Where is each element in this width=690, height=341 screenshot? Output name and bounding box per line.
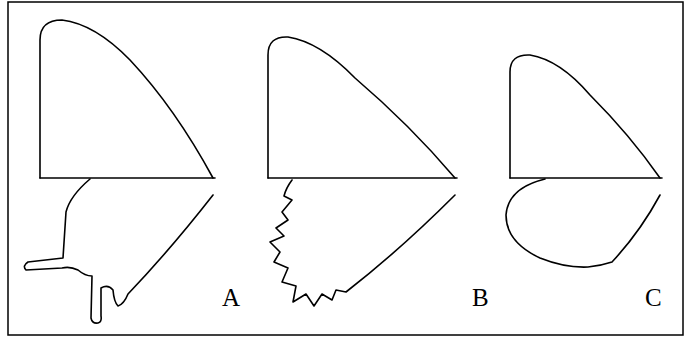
wing-base-line xyxy=(510,177,662,179)
hindwing-outline xyxy=(506,179,660,267)
figure-letter: A xyxy=(222,285,240,310)
wing-base-line xyxy=(40,177,215,179)
hindwing-outline xyxy=(24,179,213,323)
hindwing-outline xyxy=(270,180,455,306)
figure-letter: C xyxy=(645,285,662,310)
forewing-outline xyxy=(268,37,455,178)
frame xyxy=(8,2,683,335)
forewing-outline xyxy=(40,20,213,178)
wing-base-line xyxy=(268,177,457,179)
forewing-outline xyxy=(510,55,660,178)
figure-letter: B xyxy=(472,285,489,310)
